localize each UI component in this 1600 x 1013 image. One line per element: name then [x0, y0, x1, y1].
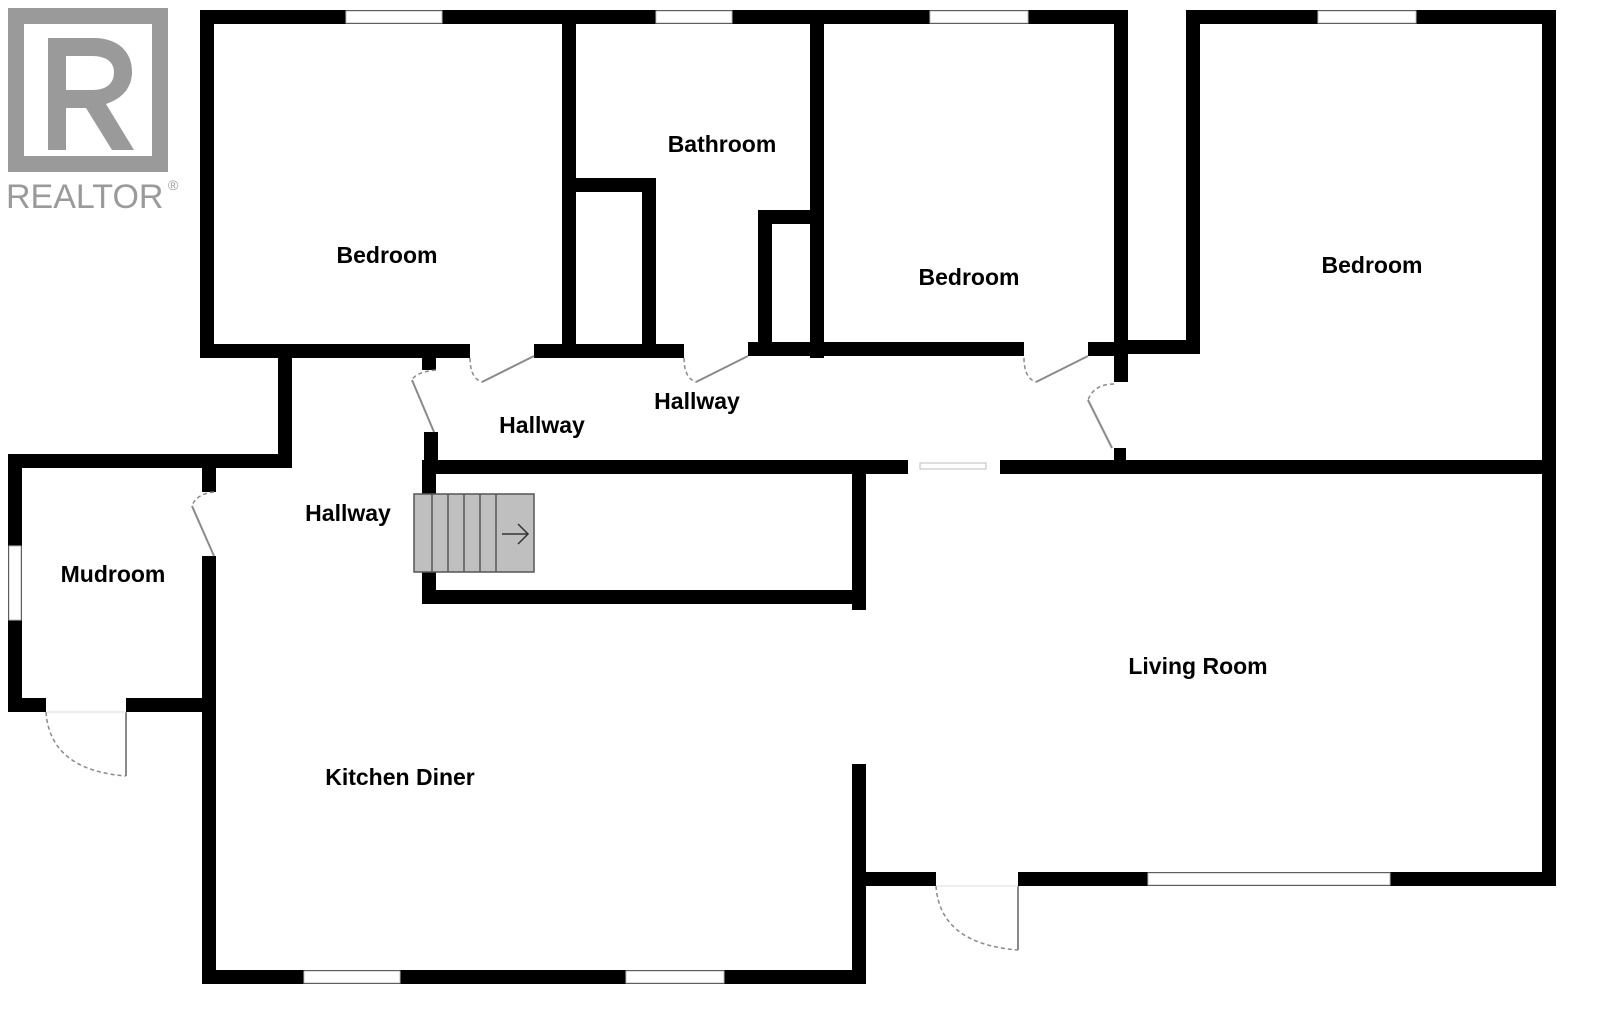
wall [810, 10, 824, 358]
wall [202, 468, 216, 492]
room-label-bedroom-1: Bedroom [337, 242, 438, 268]
wall [1542, 10, 1556, 886]
door-bathroom [695, 355, 749, 383]
windows [8, 10, 1417, 984]
window [345, 10, 443, 24]
wall [422, 356, 436, 370]
door-hallway [411, 379, 435, 433]
stairs [413, 493, 535, 573]
wall [202, 556, 216, 984]
window [8, 545, 22, 621]
door-swing [683, 357, 697, 383]
door-swing [935, 885, 1019, 951]
window [919, 462, 987, 470]
wall [200, 10, 214, 356]
window [655, 10, 733, 24]
wall [534, 344, 684, 358]
wall [852, 872, 936, 886]
wall [748, 342, 1024, 356]
door-mudroom [191, 505, 215, 557]
wall [8, 454, 292, 468]
room-label-hallway-1: Hallway [499, 412, 585, 438]
wall [1114, 340, 1200, 354]
doors [45, 355, 1115, 951]
wall [126, 698, 216, 712]
door-bedroom-3 [1087, 399, 1113, 449]
wall [852, 474, 866, 610]
room-labels: Bedroom Bathroom Bedroom Bedroom Hallway… [61, 131, 1423, 790]
wall [278, 356, 292, 468]
realtor-logo-icon: REALTOR ® [6, 8, 179, 216]
wall [642, 178, 656, 358]
logo-text: REALTOR [6, 178, 163, 216]
window [625, 970, 725, 984]
wall [8, 698, 46, 712]
wall [200, 344, 470, 358]
wall [422, 590, 866, 604]
door-bedroom-2 [1035, 355, 1089, 383]
room-label-bedroom-3: Bedroom [1322, 252, 1423, 278]
wall [202, 970, 866, 984]
door-swing [45, 711, 127, 777]
door-swing [1023, 357, 1037, 383]
room-label-hallway-2: Hallway [654, 388, 740, 414]
wall [758, 210, 772, 356]
door-swing [1087, 383, 1115, 401]
logo-registered-mark: ® [168, 177, 179, 193]
room-label-bedroom-2: Bedroom [919, 264, 1020, 290]
door-bedroom-1 [481, 355, 535, 383]
window [1317, 10, 1417, 24]
window [303, 970, 401, 984]
wall [758, 210, 820, 224]
wall [1000, 460, 1556, 474]
room-label-bathroom: Bathroom [668, 131, 777, 157]
walls [8, 10, 1556, 984]
wall [424, 460, 908, 474]
room-label-hallway-3: Hallway [305, 500, 391, 526]
door-swing [411, 369, 437, 381]
wall [562, 178, 656, 192]
wall [1114, 10, 1128, 382]
door-swing [191, 491, 215, 507]
door-swing [469, 357, 483, 383]
room-label-living-room: Living Room [1128, 653, 1267, 679]
arrow-right-icon [502, 523, 530, 545]
window [1147, 872, 1391, 886]
wall [1186, 10, 1200, 354]
room-label-mudroom: Mudroom [61, 561, 166, 587]
window [929, 10, 1029, 24]
room-label-kitchen-diner: Kitchen Diner [325, 764, 475, 790]
